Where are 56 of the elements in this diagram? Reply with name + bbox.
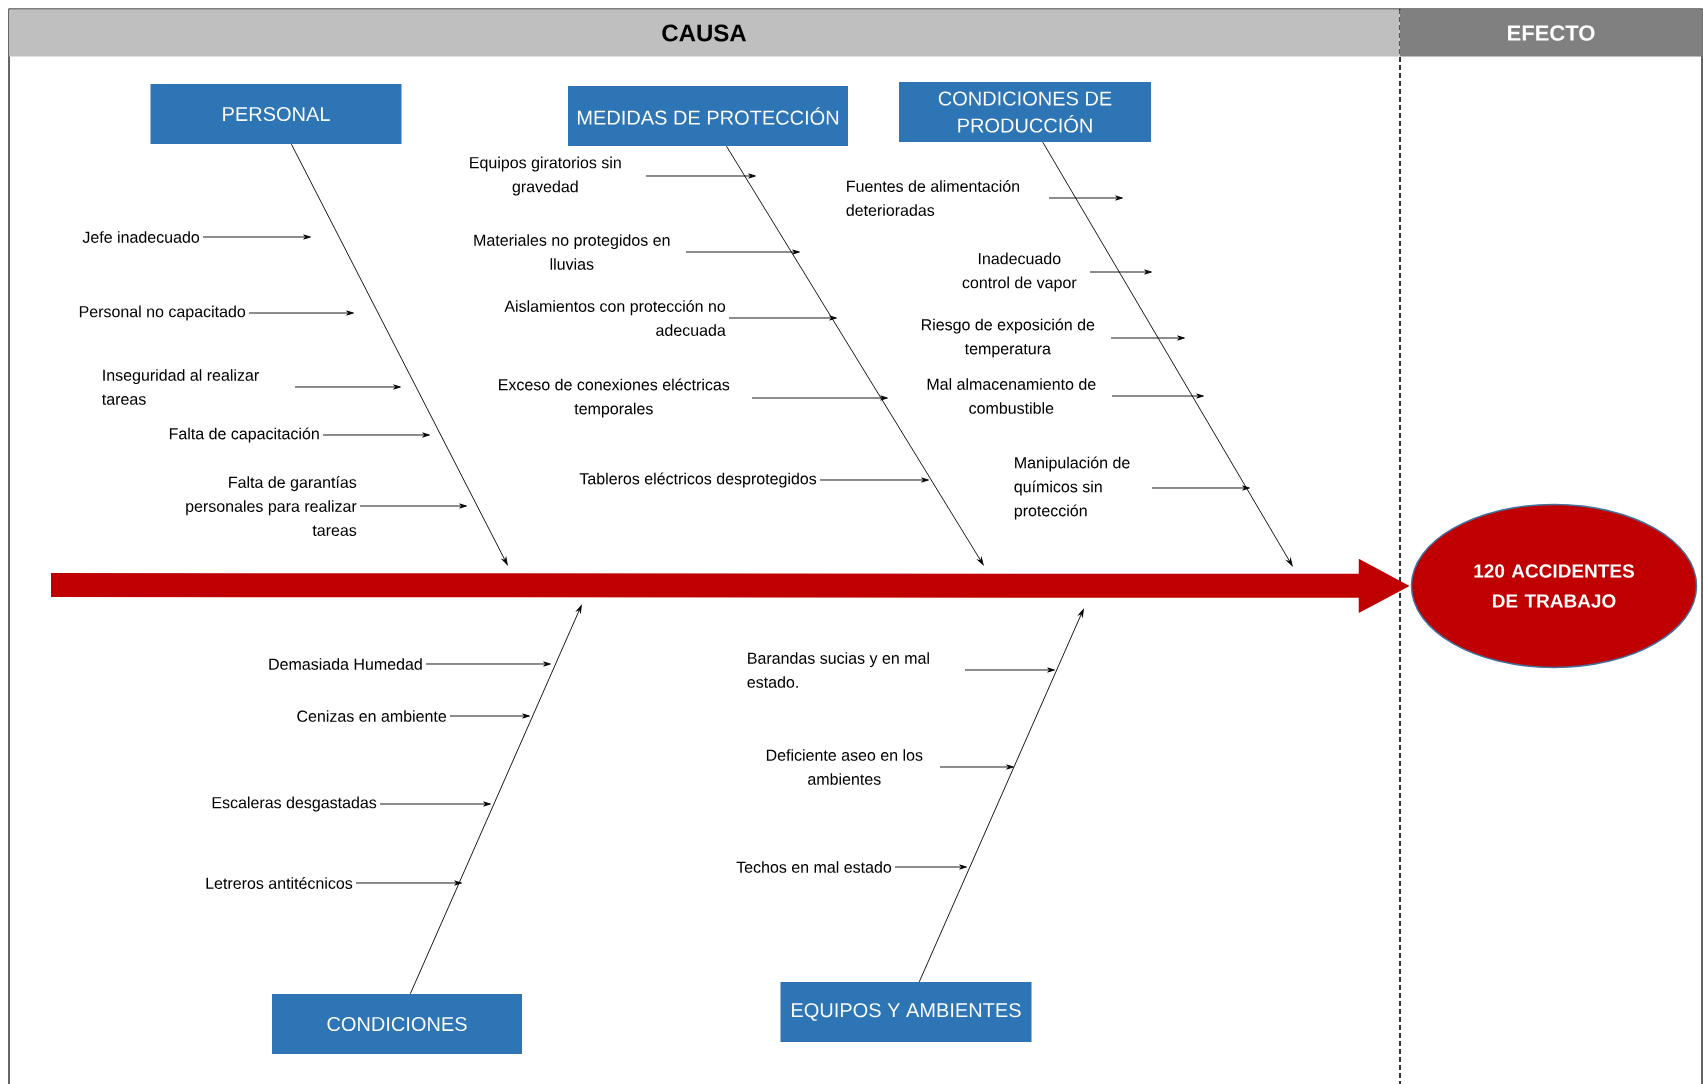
arrow bbox=[685, 249, 800, 255]
cause-text: Exceso de conexiones eléctricas temporales bbox=[499, 378, 730, 418]
cause-text: Barandas sucias y en mal estado. bbox=[747, 652, 929, 688]
arrow bbox=[248, 310, 354, 316]
arrow bbox=[449, 713, 530, 719]
bone-arrow bbox=[918, 608, 1084, 983]
arrow bbox=[894, 864, 967, 870]
category-box: PERSONAL bbox=[150, 84, 402, 144]
cause-text: Fuentes de alimentación deterioradas bbox=[846, 180, 1020, 216]
cause-text: Riesgo de exposición de temperatura bbox=[921, 318, 1095, 358]
cause-text: Manipulación de químicos sin protección bbox=[1014, 456, 1130, 520]
cause-text: Jefe inadecuado bbox=[82, 231, 200, 243]
bone-arrow bbox=[409, 604, 582, 995]
cause-text: Aislamientos con protección no adecuada bbox=[504, 300, 726, 336]
cause-text: Personal no capacitado bbox=[79, 305, 246, 321]
arrow bbox=[751, 395, 888, 401]
cause-text: Inseguridad al realizar tareas bbox=[102, 369, 259, 405]
cause-text: Falta de garantías personales para realizar tareas bbox=[186, 476, 357, 536]
arrow bbox=[1110, 335, 1185, 341]
cause-text: Escaleras desgastadas bbox=[212, 796, 377, 812]
arrow bbox=[728, 315, 837, 321]
header-band: EFECTO bbox=[1399, 9, 1703, 57]
arrow bbox=[1111, 393, 1204, 399]
cause-text: Demasiada Humedad bbox=[269, 658, 422, 670]
category-box: EQUIPOS Y AMBIENTES bbox=[780, 982, 1032, 1042]
arrow bbox=[425, 661, 551, 667]
arrow bbox=[355, 880, 462, 886]
bone-arrow bbox=[1042, 141, 1293, 567]
bone-arrow bbox=[290, 143, 508, 566]
bone-arrow bbox=[726, 145, 984, 566]
arrow bbox=[359, 503, 467, 509]
arrow bbox=[1048, 195, 1123, 201]
cause-text: Cenizas en ambiente bbox=[297, 710, 447, 722]
arrow bbox=[1151, 485, 1250, 491]
arrow bbox=[202, 234, 311, 240]
cause-text: Tableros eléctricos desprotegidos bbox=[579, 472, 817, 488]
header-band: CAUSA bbox=[9, 9, 1399, 57]
arrow bbox=[1089, 269, 1152, 275]
arrow bbox=[819, 477, 929, 483]
cause-text: Materiales no protegidos en lluvias bbox=[474, 234, 670, 270]
cause-text: Equipos giratorios sin gravedad bbox=[470, 156, 621, 196]
arrow bbox=[939, 764, 1014, 770]
cause-text: Letreros antitécnicos bbox=[206, 877, 353, 889]
arrow bbox=[379, 801, 491, 807]
category-box: CONDICIONES DE PRODUCCIÓN bbox=[899, 82, 1151, 142]
cause-text: Techos en mal estado bbox=[736, 861, 892, 873]
cause-text: Falta de capacitación bbox=[169, 427, 319, 443]
arrow bbox=[294, 384, 401, 390]
arrow bbox=[964, 667, 1055, 673]
arrow bbox=[322, 432, 430, 438]
cause-text: Mal almacenamiento de combustible bbox=[927, 378, 1096, 414]
category-box: MEDIDAS DE PROTECCIÓN bbox=[568, 86, 848, 146]
cause-text: Inadecuado control de vapor bbox=[962, 252, 1077, 292]
cause-text: Deficiente aseo en los ambientes bbox=[766, 749, 923, 785]
category-box: CONDICIONES bbox=[272, 994, 522, 1054]
arrow bbox=[645, 173, 756, 179]
